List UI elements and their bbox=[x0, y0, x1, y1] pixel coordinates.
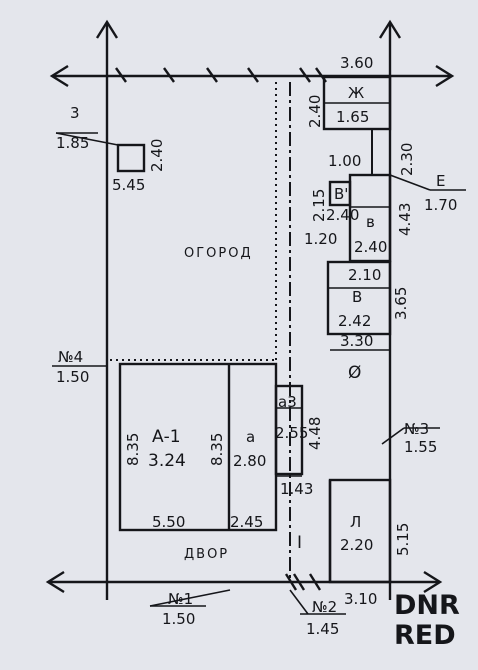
dim-1-65: 1.65 bbox=[336, 108, 369, 126]
bottom-axis-left-arrow bbox=[45, 570, 65, 594]
watermark-dnr: DNR bbox=[394, 590, 460, 621]
dim-2-80: 2.80 bbox=[233, 452, 266, 470]
dim-2-15: 2.15 bbox=[310, 189, 328, 222]
plan-dimensions: 3.60 2.40 1.65 2.30 1.00 4.43 1.70 2.15 … bbox=[56, 54, 457, 638]
dim-3-24: 3.24 bbox=[148, 451, 186, 471]
plan-dashes bbox=[110, 82, 291, 582]
dim-2-10: 2.10 bbox=[348, 266, 381, 284]
dim-2-30: 2.30 bbox=[398, 143, 416, 176]
dim-1-70: 1.70 bbox=[424, 196, 457, 214]
e-label: Е bbox=[436, 172, 445, 190]
dim-8-35-a1: 8.35 bbox=[124, 433, 142, 466]
dim-2-42: 2.42 bbox=[338, 312, 371, 330]
dim-1-00: 1.00 bbox=[328, 152, 361, 170]
dim-1-20: 1.20 bbox=[304, 230, 337, 248]
right-axis-arrow bbox=[378, 19, 402, 39]
dim-2-40-v-small: 2.40 bbox=[354, 238, 387, 256]
watermark: DNR RED bbox=[394, 590, 460, 651]
left-axis-arrow bbox=[95, 19, 119, 39]
callout-n4: №4 bbox=[58, 348, 83, 366]
garden-label: ОГОРОД bbox=[184, 246, 253, 261]
dim-8-35-a: 8.35 bbox=[208, 433, 226, 466]
l-label: Л bbox=[350, 513, 361, 531]
plan-labels: ОГОРОД ДВОР Ø I Ж Е В' в В А-1 а а3 Л №1… bbox=[58, 84, 445, 616]
dim-2-40-zh: 2.40 bbox=[306, 95, 324, 128]
yard-label: ДВОР bbox=[184, 547, 229, 562]
dim-1-55: 1.55 bbox=[404, 438, 437, 456]
dim-2-40-shed: 2.40 bbox=[148, 139, 166, 172]
zh-label: Ж bbox=[348, 84, 364, 102]
gate-label: I bbox=[297, 533, 302, 553]
dim-1-50-n4: 1.50 bbox=[56, 368, 89, 386]
callout-n1: №1 bbox=[168, 590, 193, 608]
a3-label: а3 bbox=[278, 393, 297, 411]
v-label: В bbox=[352, 288, 362, 306]
building-l bbox=[328, 478, 392, 584]
dim-4-43: 4.43 bbox=[396, 203, 414, 236]
dim-5-45: 5.45 bbox=[112, 176, 145, 194]
dim-2-45: 2.45 bbox=[230, 513, 263, 531]
dim-1-85: 1.85 bbox=[56, 134, 89, 152]
building-v bbox=[326, 260, 392, 336]
dim-5-50: 5.50 bbox=[152, 513, 185, 531]
v-prime-label: В' bbox=[334, 185, 348, 203]
dim-2-55: 2.55 bbox=[275, 424, 308, 442]
watermark-red: RED bbox=[394, 620, 456, 651]
dim-3-10: 3.10 bbox=[344, 590, 377, 608]
dim-1-43: 1.43 bbox=[280, 480, 313, 498]
dim-2-40-v-prime: 2.40 bbox=[326, 206, 359, 224]
callout-n2: №2 bbox=[312, 598, 337, 616]
a1-label: А-1 bbox=[152, 427, 181, 447]
dim-4-48: 4.48 bbox=[306, 417, 324, 450]
top-axis-right-arrow bbox=[435, 64, 455, 88]
dim-1-50-n1: 1.50 bbox=[162, 610, 195, 628]
v-small-label: в bbox=[366, 213, 375, 231]
top-axis-left-arrow bbox=[49, 64, 69, 88]
house-a1 bbox=[118, 362, 278, 532]
callout-3: 3 bbox=[70, 104, 80, 122]
shed-3-square bbox=[116, 143, 146, 173]
dim-3-30: 3.30 bbox=[340, 332, 373, 350]
dim-3-65: 3.65 bbox=[392, 287, 410, 320]
a-small-label: а bbox=[246, 428, 255, 446]
dim-1-45: 1.45 bbox=[306, 620, 339, 638]
dim-2-20: 2.20 bbox=[340, 536, 373, 554]
bottom-axis-right-arrow bbox=[423, 570, 443, 594]
dim-5-15: 5.15 bbox=[394, 523, 412, 556]
callout-n3: №3 bbox=[404, 420, 429, 438]
diameter-symbol: Ø bbox=[348, 363, 361, 383]
dim-3-60: 3.60 bbox=[340, 54, 373, 72]
